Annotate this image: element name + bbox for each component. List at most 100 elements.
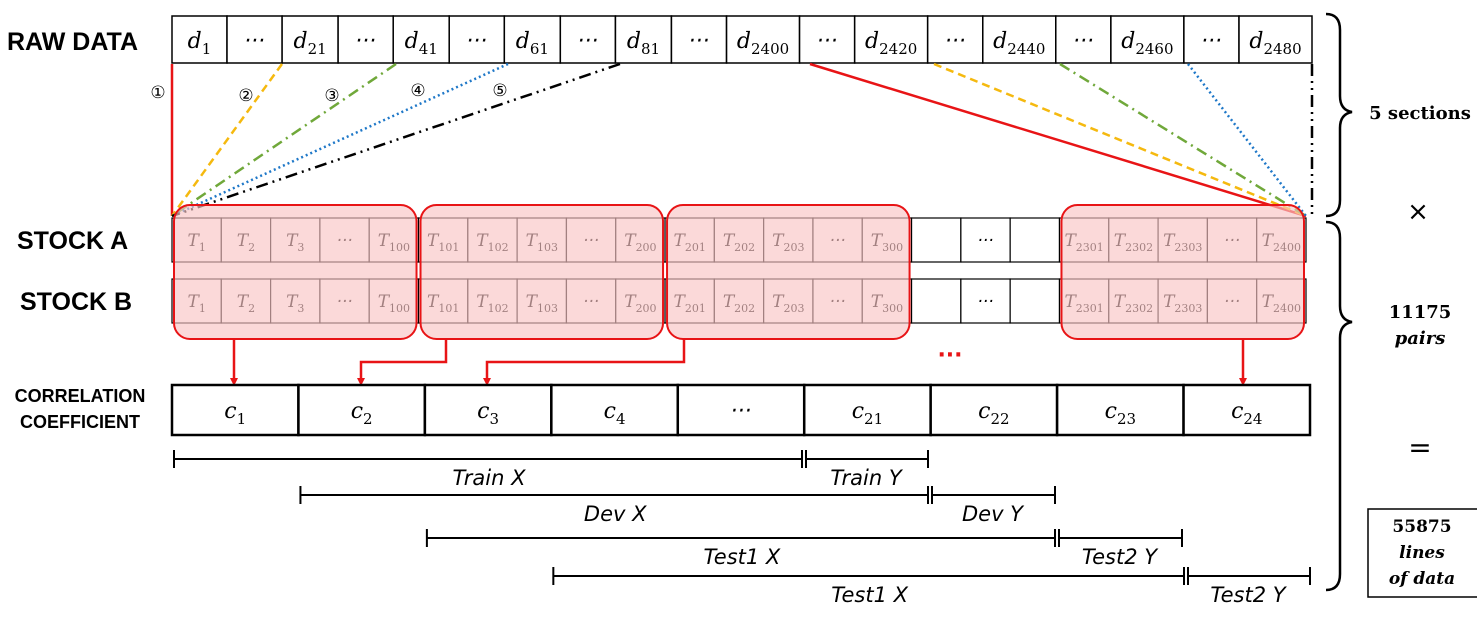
coefficient-cell [802,383,932,437]
raw-cell-text-sub: 2460 [1135,40,1173,58]
raw-cell-text: ··· [355,29,376,54]
coefficient-cell [423,383,553,437]
stock-a-cell-text: ··· [977,231,993,251]
stock-a-cell [1009,217,1061,263]
raw-cell-text: ··· [1073,29,1094,54]
split-x-label: Test1 X [831,583,908,607]
stock-a-cell [960,217,1011,263]
raw-cell-text: ··· [945,29,966,54]
coefficient-text-sub: 23 [1117,410,1136,428]
raw-cell [982,15,1057,64]
result-of-data: of data [1389,569,1455,589]
coefficient-text: c4 [604,399,626,428]
split-row: Train X Train Y [173,450,929,490]
coefficient-text-sub: 21 [864,410,883,428]
raw-cell [503,15,562,64]
split-x-label: Dev X [584,502,647,526]
split-row: Test1 X Test2 Y [425,529,1183,569]
coefficient-text-base: c [978,399,990,424]
stock-a-label: STOCK A [17,227,128,255]
raw-cell-text: d2400 [737,29,789,58]
coefficient-text: c21 [852,399,883,428]
raw-cell-text-sub: 2480 [1263,40,1301,58]
coefficient-text-sub: 24 [1243,410,1262,428]
coefficient-text-base: c [351,399,363,424]
split-row: Test1 X Test2 Y [552,567,1311,607]
raw-cell-text-sub: 81 [641,40,660,58]
marker-5: ⑤ [492,81,507,101]
raw-cell-text: ··· [466,29,487,54]
equals-sign: = [1408,431,1431,464]
raw-cell-text-sub: 21 [308,40,327,58]
raw-cell-text-base: d [1249,29,1263,54]
raw-cell-text: d21 [294,29,327,58]
window-highlights [173,204,1306,340]
marker-1: ① [150,83,165,103]
stock-b-cell [960,278,1011,324]
coefficient-text-base: c [604,399,616,424]
coefficient-cell [1182,383,1312,437]
raw-cell-text-sub: 61 [530,40,549,58]
raw-cell [1183,15,1240,64]
coefficient-text-base: c [1231,399,1243,424]
pairs-number: 11175 [1389,302,1452,323]
section-markers: ① ② ③ ④ ⑤ [150,81,507,106]
sections-brace [1325,12,1353,218]
raw-cell [1238,15,1313,64]
coefficient-text: ··· [731,399,752,424]
coefficient-text-sub: 3 [490,410,500,428]
split-x-label: Test1 X [704,545,781,569]
window-highlight [173,204,418,340]
raw-cell-text-base: d [294,29,308,54]
coefficient-text: c22 [978,399,1009,428]
raw-cell-text: ··· [577,29,598,54]
sections-count: 5 sections [1369,103,1471,124]
raw-cell-text-sub: 2420 [879,40,917,58]
raw-cell [853,15,929,64]
raw-cell-text-base: d [627,29,641,54]
raw-cell [614,15,673,64]
coefficient-text-base: c [1105,399,1117,424]
correlation-label-line2: COEFFICIENT [20,412,140,432]
split-y-label: Test2 Y [1210,583,1287,607]
window-arrows [230,340,1247,386]
raw-cell-text: ··· [244,29,265,54]
raw-cell-text: d1 [188,29,212,58]
coefficient-cell [297,383,427,437]
raw-cell-text-base: d [737,29,751,54]
raw-cell-text-base: d [188,29,202,54]
raw-data-label: RAW DATA [7,28,138,56]
middle-ellipsis: ··· [937,343,962,368]
arrow-to-c2 [357,340,448,386]
split-y-label: Train Y [830,466,904,490]
raw-cell [1055,15,1112,64]
coefficient-text-sub: 1 [237,410,247,428]
result-box [1367,508,1477,598]
result-number: 55875 [1392,517,1451,537]
coefficient-text: c1 [224,399,246,428]
split-y-label: Test2 Y [1082,545,1159,569]
coefficient-text-base: c [477,399,489,424]
section-2-end-line [933,62,1307,218]
raw-data-row: d1···d21···d41···d61···d81···d2400···d24… [171,15,1313,64]
result-lines: lines [1399,543,1445,563]
coefficient-text: c2 [351,399,373,428]
pairs-word: pairs [1395,328,1446,349]
raw-cell [725,15,801,64]
raw-cell-text: d2460 [1121,29,1173,58]
section-3-line [171,62,397,218]
section-2-line [170,63,284,217]
raw-cell-text: d2440 [993,29,1045,58]
raw-cell-text-sub: 2440 [1007,40,1045,58]
coefficient-text-sub: 22 [991,410,1010,428]
raw-cell-text: d2480 [1249,29,1301,58]
times-sign: × [1407,197,1429,227]
coefficient-cell [1055,383,1185,437]
raw-cell [926,15,984,64]
stock-b-cell [1009,278,1061,324]
raw-cell [281,15,339,64]
split-x-label: Train X [453,466,527,490]
